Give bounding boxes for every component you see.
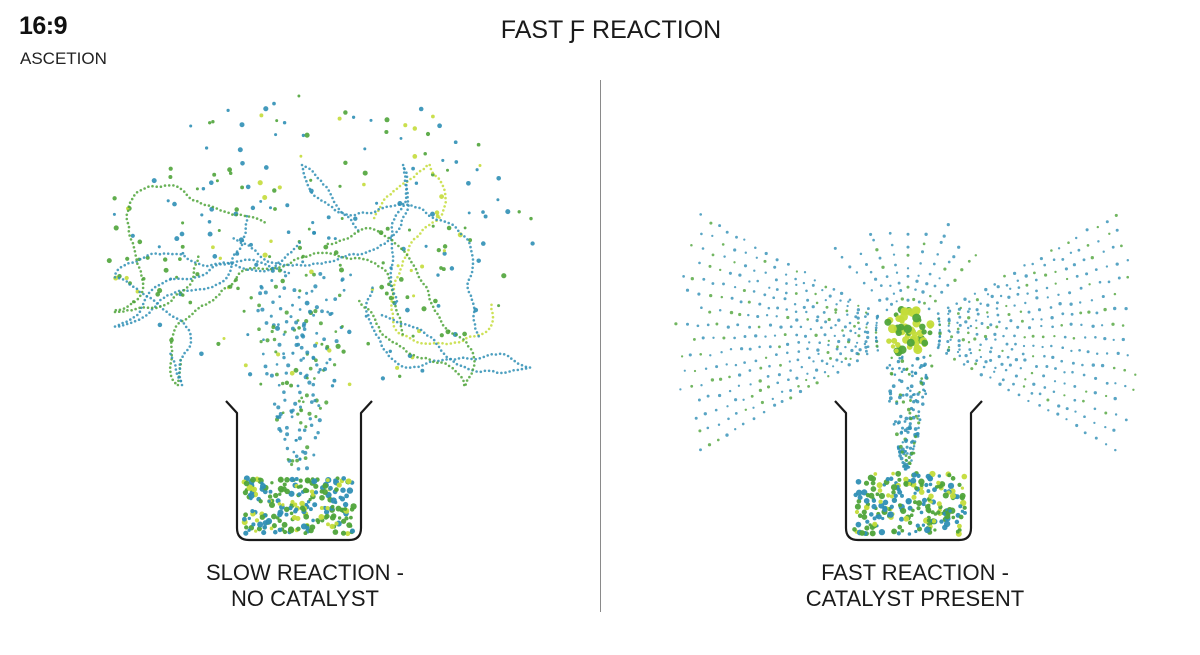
slow-reaction-panel bbox=[107, 95, 535, 540]
catalyst-cluster bbox=[884, 306, 934, 356]
slow-reaction-label-line1: SLOW REACTION - bbox=[155, 560, 455, 586]
slow-reaction-label-line2: NO CATALYST bbox=[155, 586, 455, 612]
fast-reaction-label: FAST REACTION - CATALYST PRESENT bbox=[765, 560, 1065, 612]
fast-reaction-label-line1: FAST REACTION - bbox=[765, 560, 1065, 586]
beaker-contents-right bbox=[852, 471, 967, 537]
fast-reaction-label-line2: CATALYST PRESENT bbox=[765, 586, 1065, 612]
fast-reaction-panel bbox=[674, 213, 1136, 540]
focused-particle-stream bbox=[886, 354, 934, 470]
panel-divider bbox=[600, 80, 601, 612]
slow-reaction-label: SLOW REACTION - NO CATALYST bbox=[155, 560, 455, 612]
rising-particle-stream bbox=[256, 269, 352, 471]
wandering-reaction-paths bbox=[114, 164, 532, 387]
beaker-contents-left bbox=[242, 475, 357, 536]
